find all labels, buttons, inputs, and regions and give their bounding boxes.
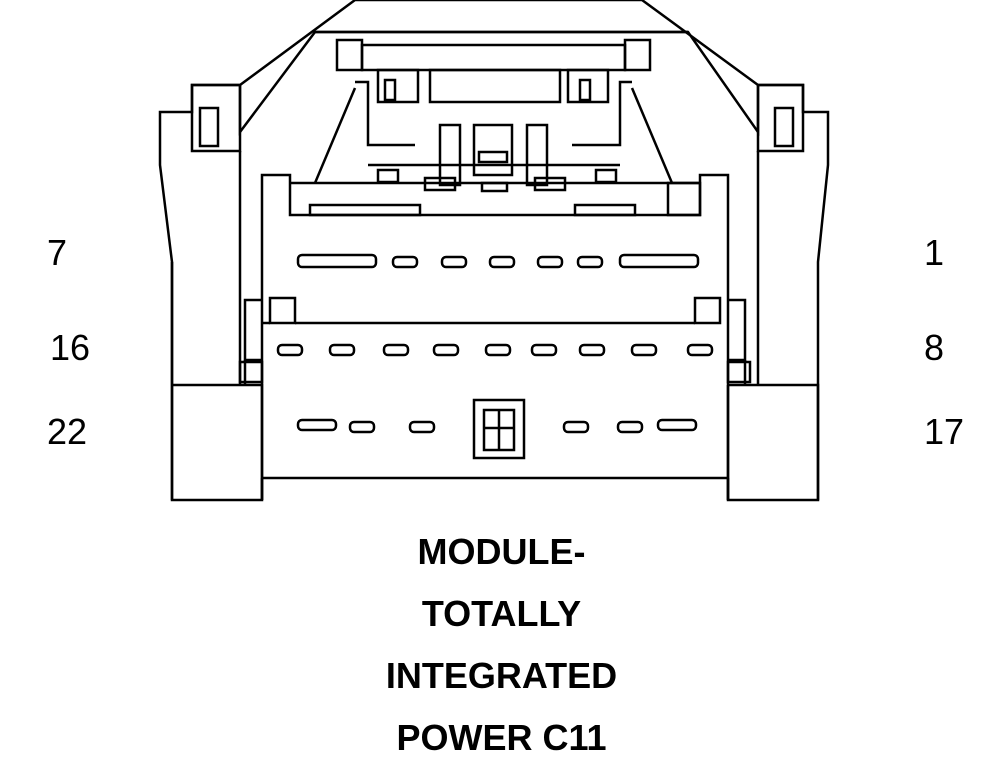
shell-outer-outline (158, 0, 830, 500)
terminal-cavity (348, 420, 376, 434)
terminal-cavity (440, 255, 468, 269)
terminal-cavity (530, 343, 558, 357)
terminal-cavities (276, 253, 714, 434)
caption-line-2: TOTALLY (421, 593, 582, 634)
caption-line-1: MODULE- (417, 531, 586, 572)
shell-inner-hood (238, 30, 760, 136)
terminal-cavity (391, 255, 419, 269)
connector-body (238, 173, 752, 500)
bottom-feet (170, 383, 820, 502)
terminal-cavity (562, 420, 590, 434)
terminal-cavity (656, 418, 698, 432)
left-foot (170, 383, 264, 502)
terminal-cavity (408, 420, 436, 434)
terminal-cavity (536, 255, 564, 269)
terminal-cavity (296, 253, 378, 269)
terminal-cavity (296, 418, 338, 432)
terminal-cavity (328, 343, 356, 357)
caption-line-3: INTEGRATED (385, 655, 618, 696)
terminal-cavity (576, 255, 604, 269)
right-foot (726, 383, 820, 502)
connector-face-drawing (158, 0, 830, 502)
pin-label-17: 17 (924, 411, 965, 452)
pin-label-7: 7 (47, 232, 68, 273)
terminal-cavity (276, 343, 304, 357)
latch-mechanism (313, 38, 674, 193)
terminal-cavity (686, 343, 714, 357)
pin-label-1: 1 (924, 232, 945, 273)
terminal-cavity (484, 343, 512, 357)
body-top-outline (260, 173, 730, 500)
connector-caption: MODULE- TOTALLY INTEGRATED POWER C11 (0, 530, 1003, 778)
right-latch (756, 83, 805, 385)
polarization-key (472, 398, 526, 460)
pin-label-8: 8 (924, 327, 945, 368)
terminal-cavity (616, 420, 644, 434)
caption-line-4: POWER C11 (396, 717, 607, 758)
terminal-cavity (432, 343, 460, 357)
connector-diagram: 7 1 16 8 22 17 MODULE- TOTALLY INTEGRATE… (47, 0, 965, 758)
terminal-cavity (488, 255, 516, 269)
left-latch (170, 83, 242, 385)
terminal-cavity (382, 343, 410, 357)
pin-label-16: 16 (50, 327, 91, 368)
pin-label-22: 22 (47, 411, 88, 452)
terminal-cavity (630, 343, 658, 357)
terminal-cavity (618, 253, 700, 269)
terminal-cavity (578, 343, 606, 357)
